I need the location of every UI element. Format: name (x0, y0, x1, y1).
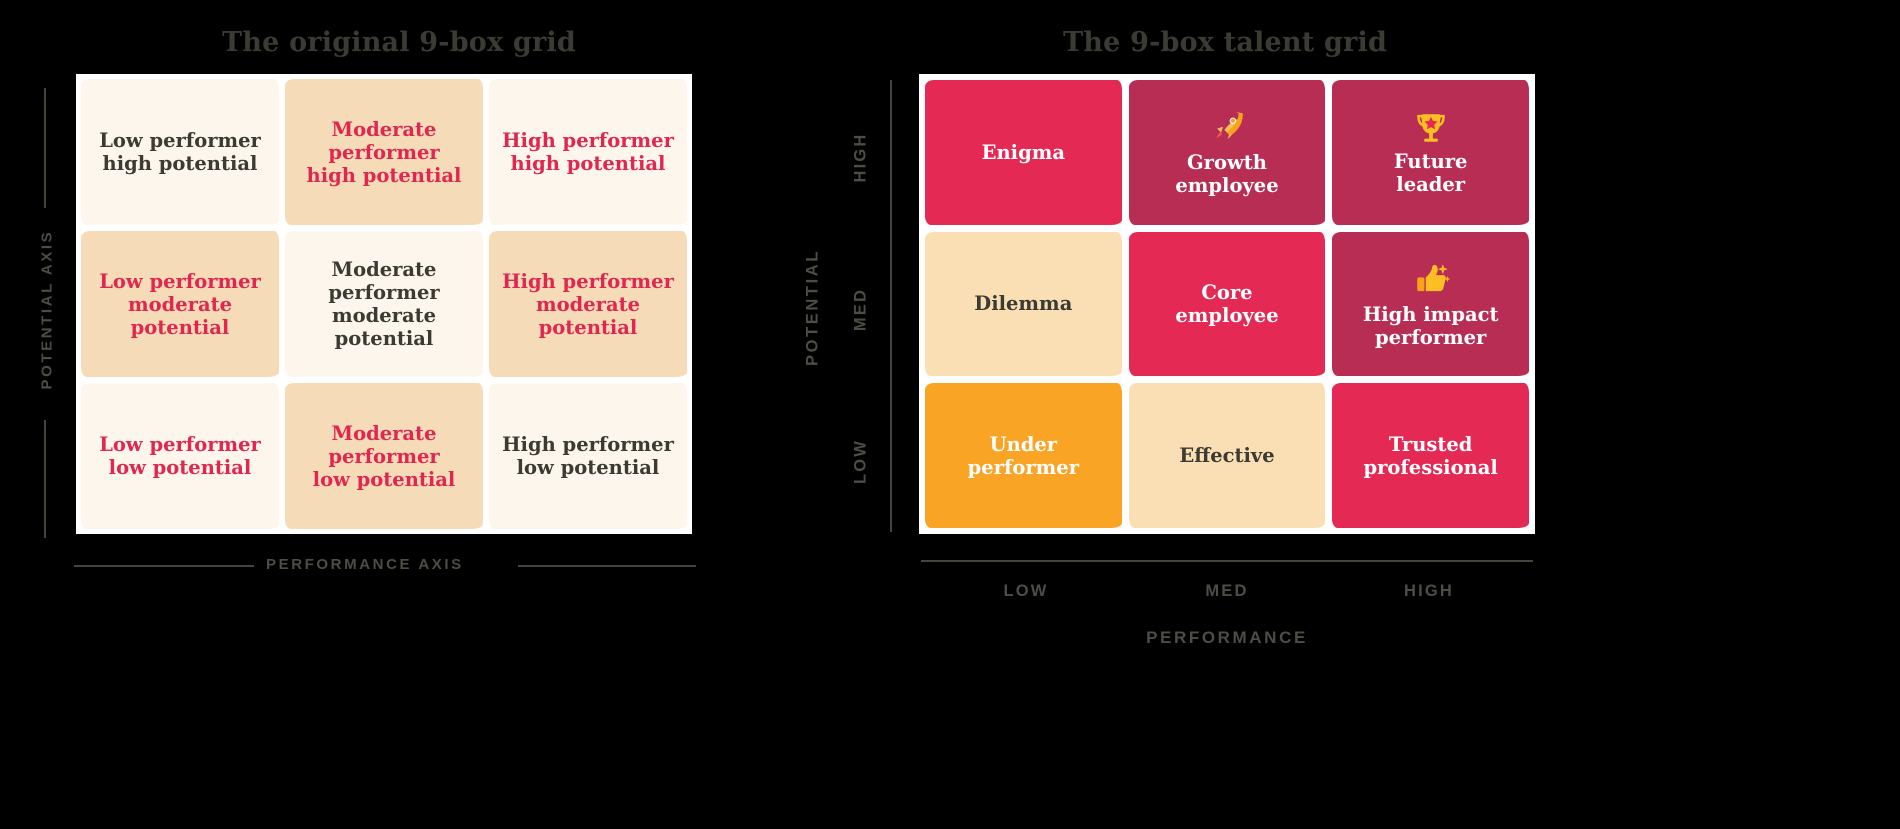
talent-grid-cell-label: Enigma (981, 140, 1065, 164)
left-y-axis-line-top (44, 88, 46, 208)
left-x-axis-label: PERFORMANCE AXIS (266, 556, 464, 573)
right-y-tick-high: HIGH (851, 132, 870, 183)
left-panel-title: The original 9-box grid (222, 27, 576, 58)
talent-grid-cell-low-high[interactable]: Enigma (925, 80, 1122, 225)
right-y-tick-low: LOW (851, 438, 870, 485)
right-x-axis-line (921, 560, 1533, 562)
left-y-axis-line-bottom (44, 420, 46, 538)
right-y-tick-med: MED (851, 287, 870, 332)
right-y-axis-label: POTENTIAL (803, 249, 822, 366)
talent-grid-cell-label: Dilemma (974, 292, 1073, 316)
left-y-axis-label: POTENTIAL AXIS (38, 229, 56, 390)
right-x-tick-low: LOW (1003, 582, 1049, 600)
talent-grid-cell-low-med[interactable]: Dilemma (925, 231, 1122, 377)
left-x-axis-line-right (518, 565, 696, 567)
right-panel-title: The 9-box talent grid (1063, 27, 1388, 58)
thumbs-up-icon (1410, 259, 1452, 301)
right-y-axis-line (890, 80, 892, 532)
talent-grid-cell-med-low[interactable]: Effective (1128, 383, 1326, 528)
right-x-tick-high: HIGH (1403, 582, 1455, 600)
right-x-tick-med: MED (1205, 582, 1249, 600)
right-x-axis-label: PERFORMANCE (1146, 628, 1308, 647)
trophy-icon (1411, 108, 1451, 148)
left-x-axis-line-left (74, 565, 254, 567)
talent-grid-cell-label: Effective (1179, 444, 1275, 468)
rocket-icon (1206, 107, 1248, 149)
